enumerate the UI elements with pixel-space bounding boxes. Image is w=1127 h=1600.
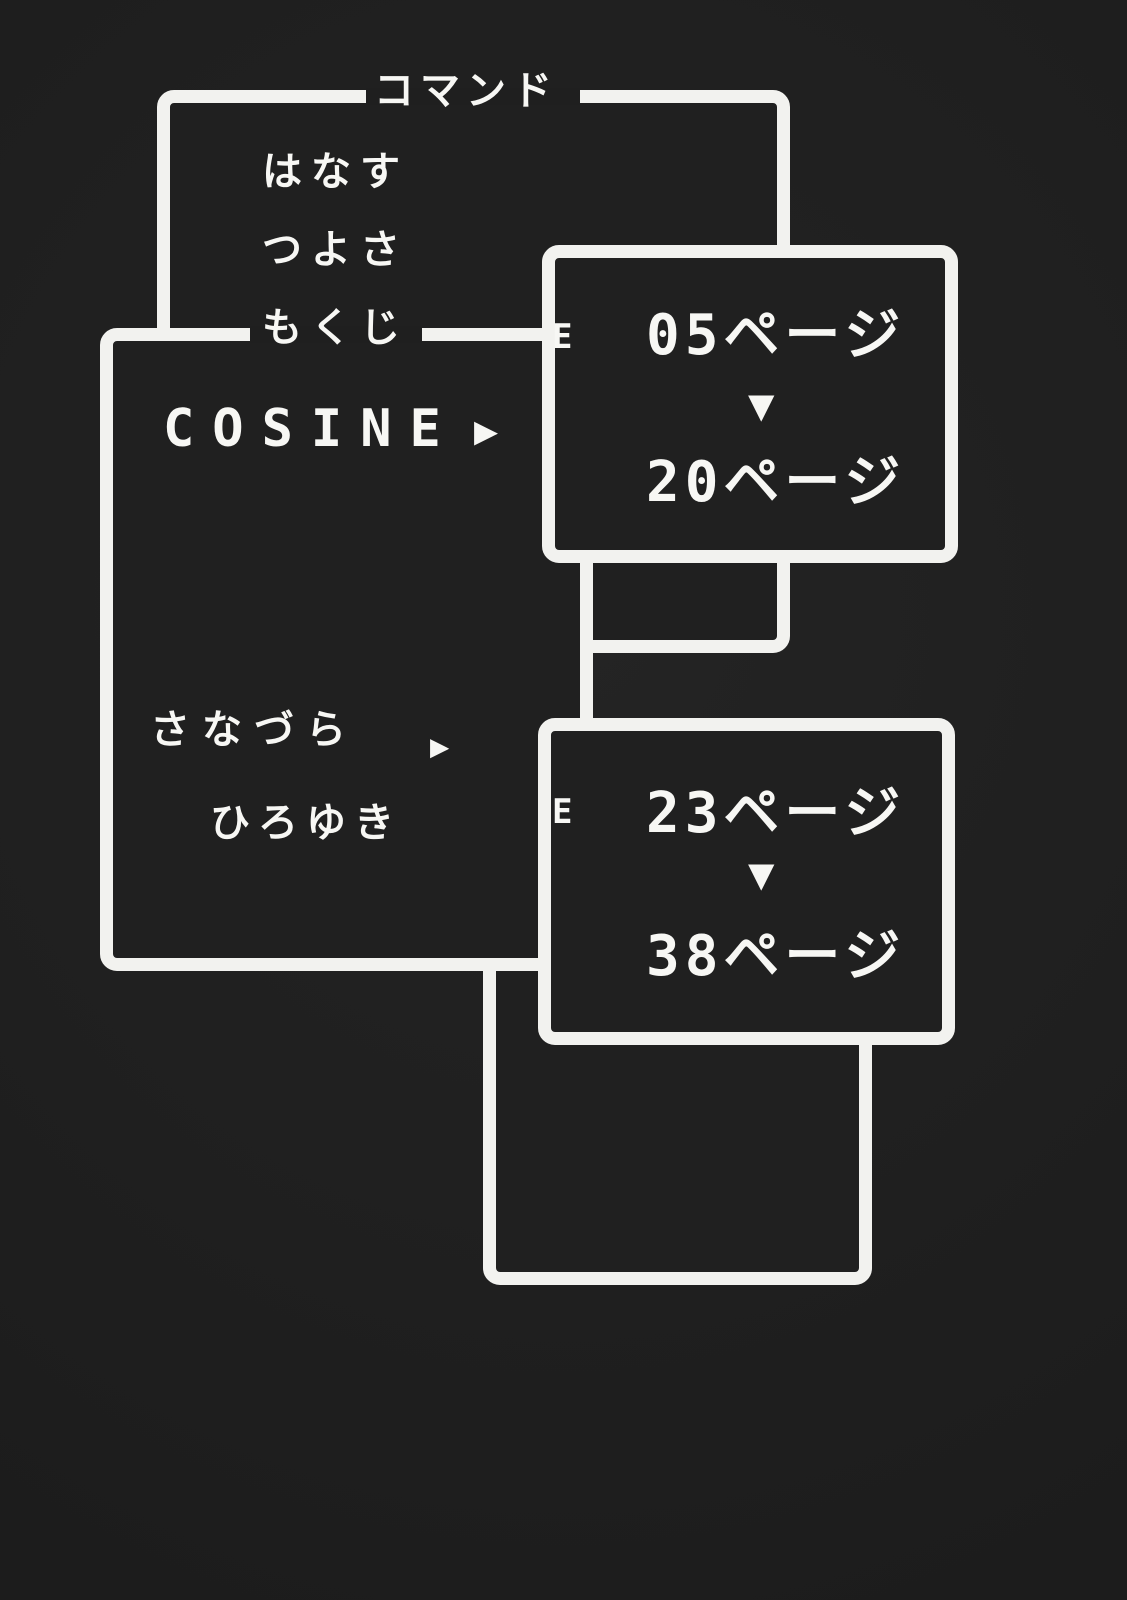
page-range-window-2 (538, 718, 955, 1045)
mokuji-label-gap (250, 326, 422, 343)
page-window-2-start: 23ページ (646, 781, 906, 846)
toc-entry-author-line2[interactable]: ひろゆき (210, 800, 402, 846)
menu-item-mokuji[interactable]: もくじ (262, 305, 409, 351)
menu-item-hanasu[interactable]: はなす (262, 149, 409, 195)
page-range-window-1 (542, 245, 958, 563)
page-window-2-marker: E (552, 792, 573, 832)
menu-item-tsuyosa[interactable]: つよさ (262, 227, 409, 273)
command-window-title: コマンド (374, 68, 558, 114)
arrow-down-icon: ▼ (748, 849, 775, 900)
command-window-title-gap (366, 88, 580, 105)
cursor-right-icon: ▶ (474, 408, 499, 454)
page-window-1-end: 20ページ (646, 450, 906, 515)
contents-window (100, 328, 593, 971)
toc-entry-author-line1[interactable]: さなづら (150, 707, 358, 753)
arrow-down-icon: ▼ (748, 380, 775, 431)
toc-entry-circle-name[interactable]: COSINE (163, 399, 459, 459)
page-window-1-start: 05ページ (646, 303, 906, 368)
cursor-right-icon: ▶ (430, 727, 450, 765)
page-window-1-marker: E (552, 317, 573, 357)
page-window-2-end: 38ページ (646, 924, 906, 989)
